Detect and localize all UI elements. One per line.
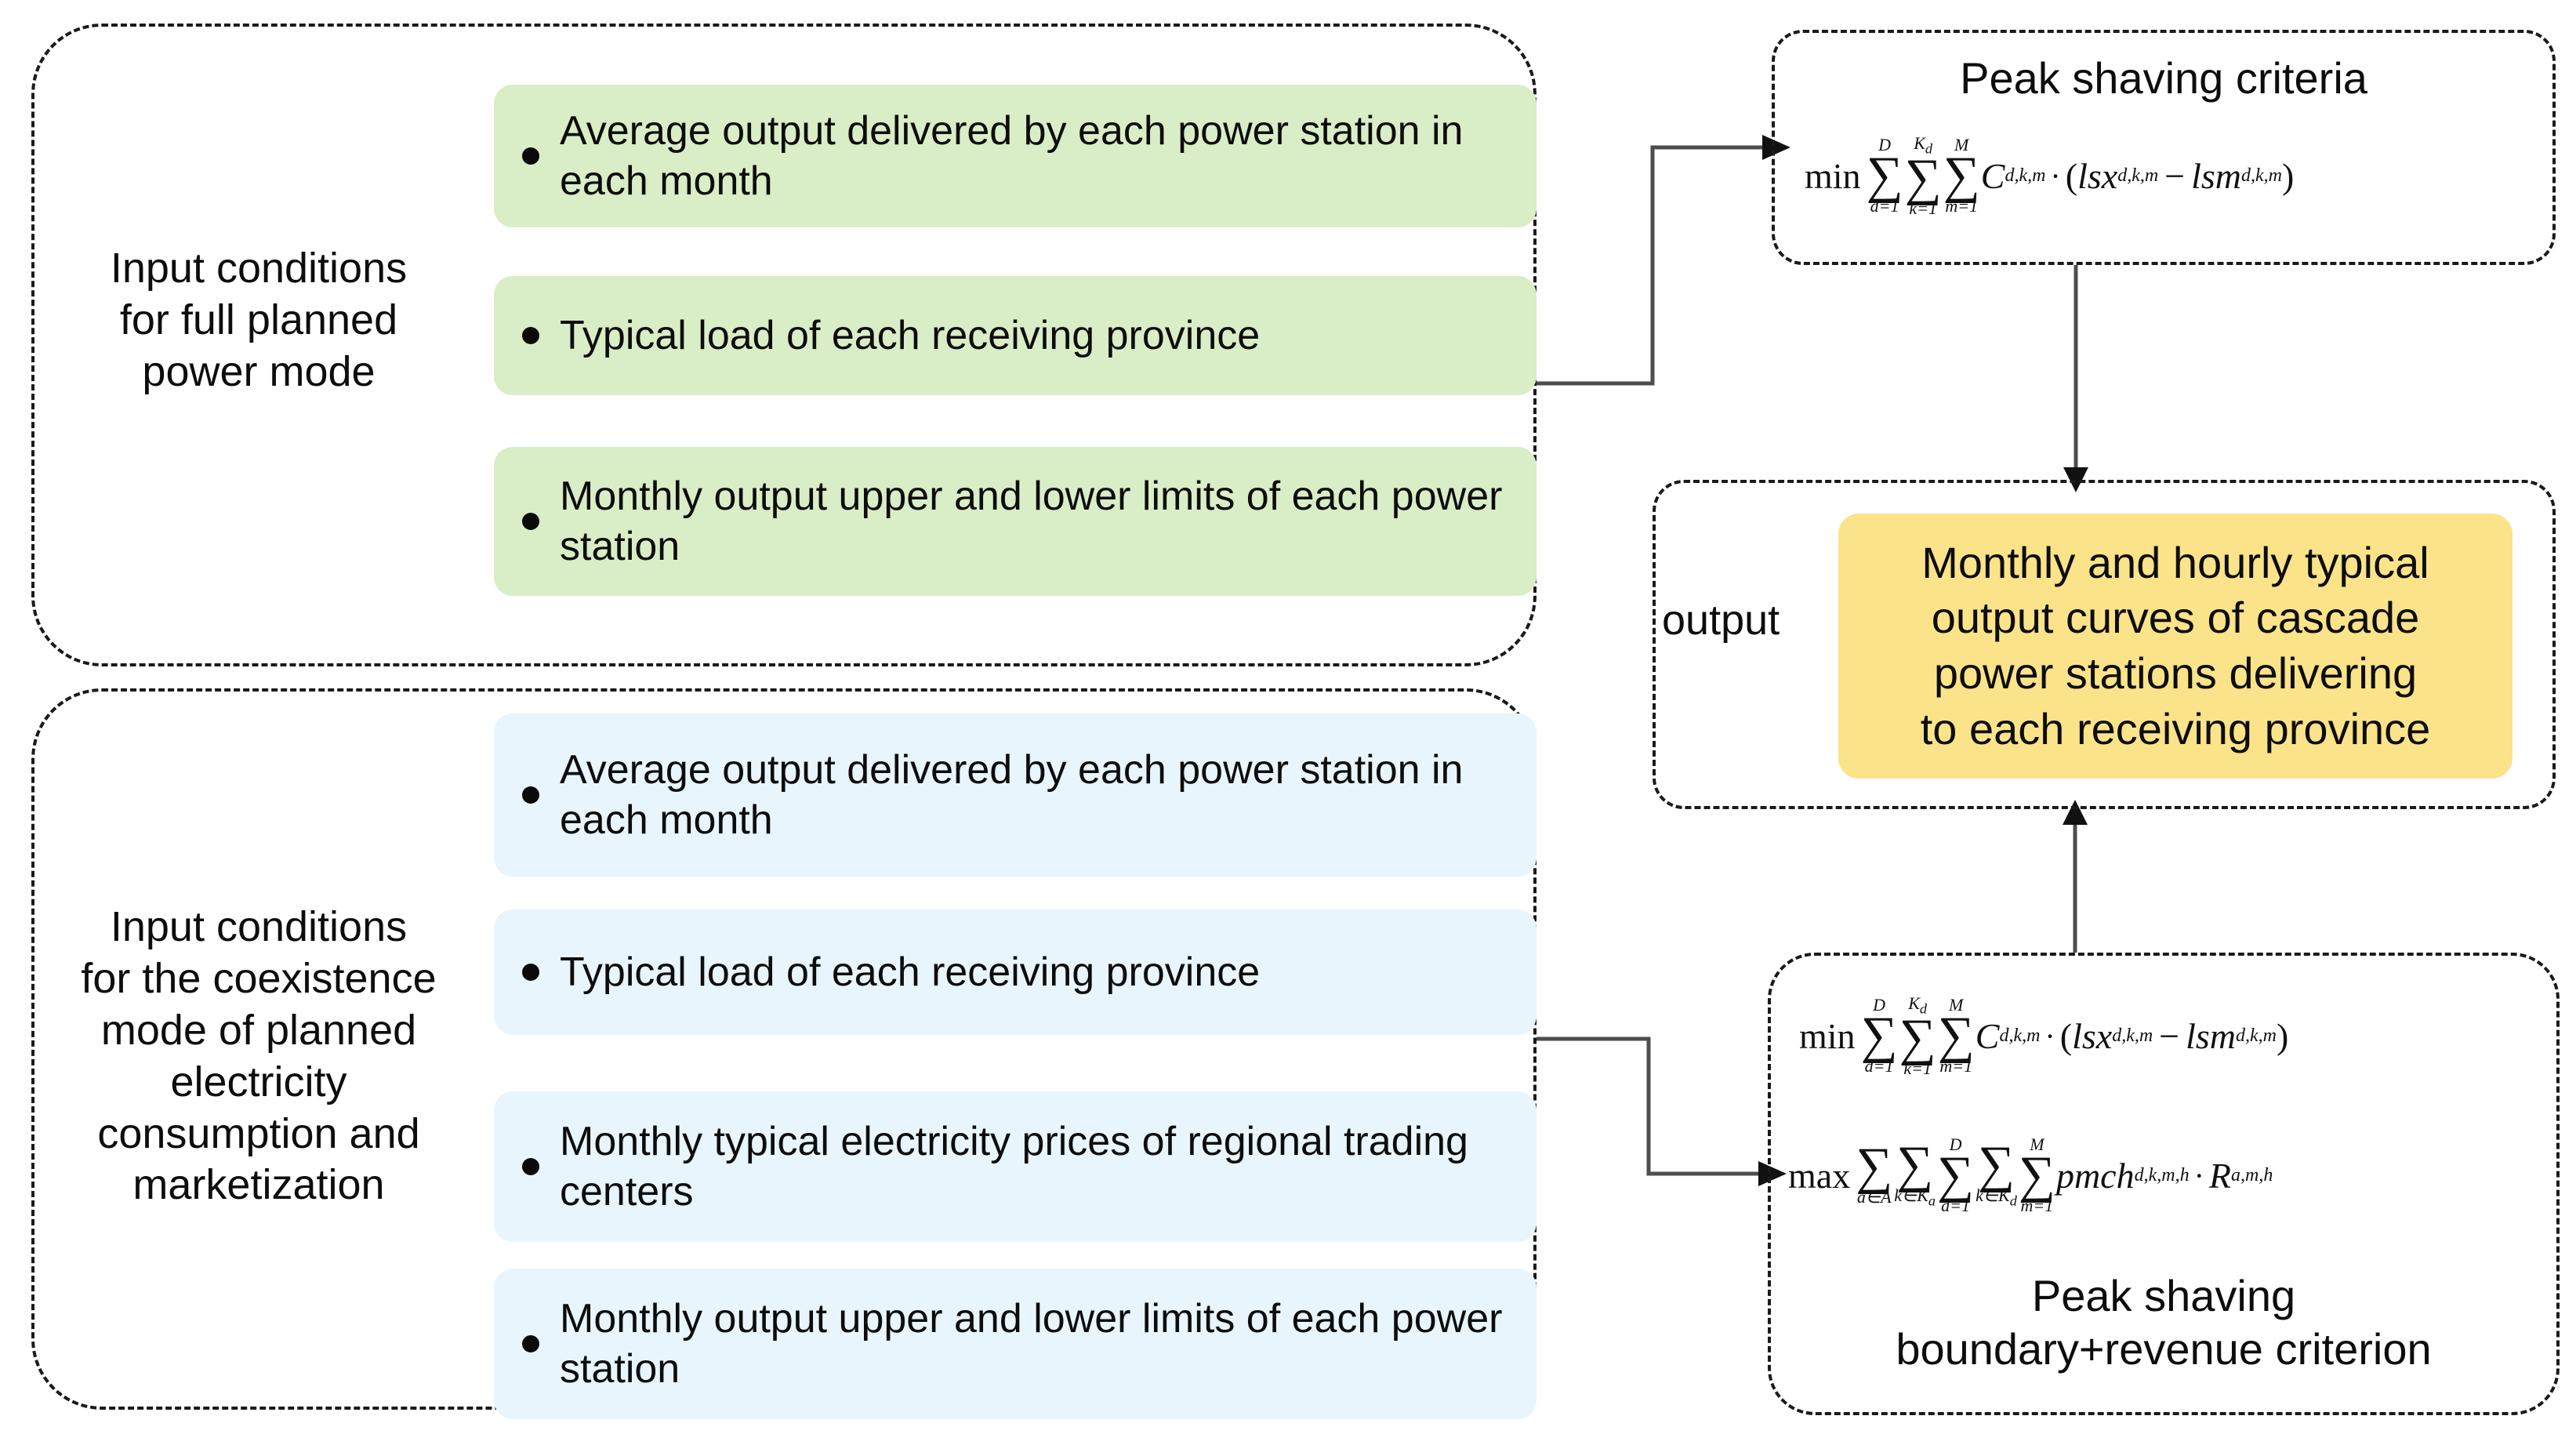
sum-4: ∑ k∈Kd	[1976, 1135, 2017, 1209]
sum-1: D ∑ d=1	[1860, 995, 1898, 1076]
output-highlight-card: Monthly and hourly typical output curves…	[1838, 514, 2513, 779]
sum-1: D ∑ d=1	[1866, 135, 1903, 216]
bullet-icon	[522, 327, 539, 344]
coexistence-item-2[interactable]: Typical load of each receiving province	[494, 909, 1537, 1035]
bullet-icon	[522, 786, 539, 804]
coexistence-item-3-text: Monthly typical electricity prices of re…	[560, 1118, 1468, 1214]
coexistence-item-1[interactable]: Average output delivered by each power s…	[494, 713, 1537, 877]
bullet-icon	[522, 1335, 539, 1352]
planned-item-3[interactable]: Monthly output upper and lower limits of…	[494, 447, 1537, 596]
planned-item-2[interactable]: Typical load of each receiving province	[494, 276, 1537, 395]
planned-item-1-text: Average output delivered by each power s…	[560, 107, 1464, 204]
bullet-icon	[522, 513, 539, 530]
bullet-icon	[522, 1158, 539, 1175]
sum-3: M ∑ m=1	[1943, 135, 1980, 216]
output-highlight-text: Monthly and hourly typical output curves…	[1920, 537, 2431, 753]
coexistence-item-2-text: Typical load of each receiving province	[560, 949, 1261, 995]
peak-shaving-criteria-box: Peak shaving criteria min D ∑ d=1 Kd ∑ k…	[1772, 30, 2556, 265]
planned-item-3-text: Monthly output upper and lower limits of…	[560, 473, 1503, 569]
peak-shaving-criteria-title: Peak shaving criteria	[1960, 53, 2367, 103]
sum-2: Kd ∑ k=1	[1899, 993, 1936, 1078]
peak-shaving-boundary-title: Peak shaving boundary+revenue criterion	[1896, 1271, 2432, 1374]
planned-item-2-text: Typical load of each receiving province	[560, 312, 1261, 358]
sum-2: ∑ k∈Ka	[1894, 1135, 1936, 1209]
coexistence-item-1-text: Average output delivered by each power s…	[560, 746, 1464, 843]
coef-C: C	[1980, 155, 2005, 196]
max-operator: max	[1788, 1155, 1851, 1196]
coexistence-mode-label: Input conditions for the coexistence mod…	[81, 903, 437, 1209]
planned-item-1[interactable]: Average output delivered by each power s…	[494, 85, 1537, 227]
coexistence-item-3[interactable]: Monthly typical electricity prices of re…	[494, 1091, 1537, 1242]
coexistence-item-4[interactable]: Monthly output upper and lower limits of…	[494, 1269, 1537, 1419]
sum-3: D ∑ d=1	[1937, 1134, 1975, 1216]
sum-3: M ∑ m=1	[1937, 995, 1975, 1076]
coexistence-item-4-text: Monthly output upper and lower limits of…	[560, 1295, 1503, 1392]
sum-2: Kd ∑ k=1	[1904, 133, 1942, 218]
min-operator: min	[1799, 1015, 1856, 1056]
sum-1: ∑ a∈A	[1856, 1138, 1893, 1207]
bullet-icon	[522, 147, 539, 165]
output-box	[1653, 480, 2556, 809]
formula-operator: min	[1805, 155, 1861, 196]
output-side-label: output	[1662, 597, 1780, 644]
bullet-icon	[522, 964, 539, 981]
sum-5: M ∑ m=1	[2018, 1134, 2055, 1216]
planned-mode-label: Input conditions for full planned power …	[110, 245, 408, 395]
boundary-formula-max: max ∑ a∈A ∑ k∈Ka D ∑ d=1	[1788, 1134, 2273, 1216]
